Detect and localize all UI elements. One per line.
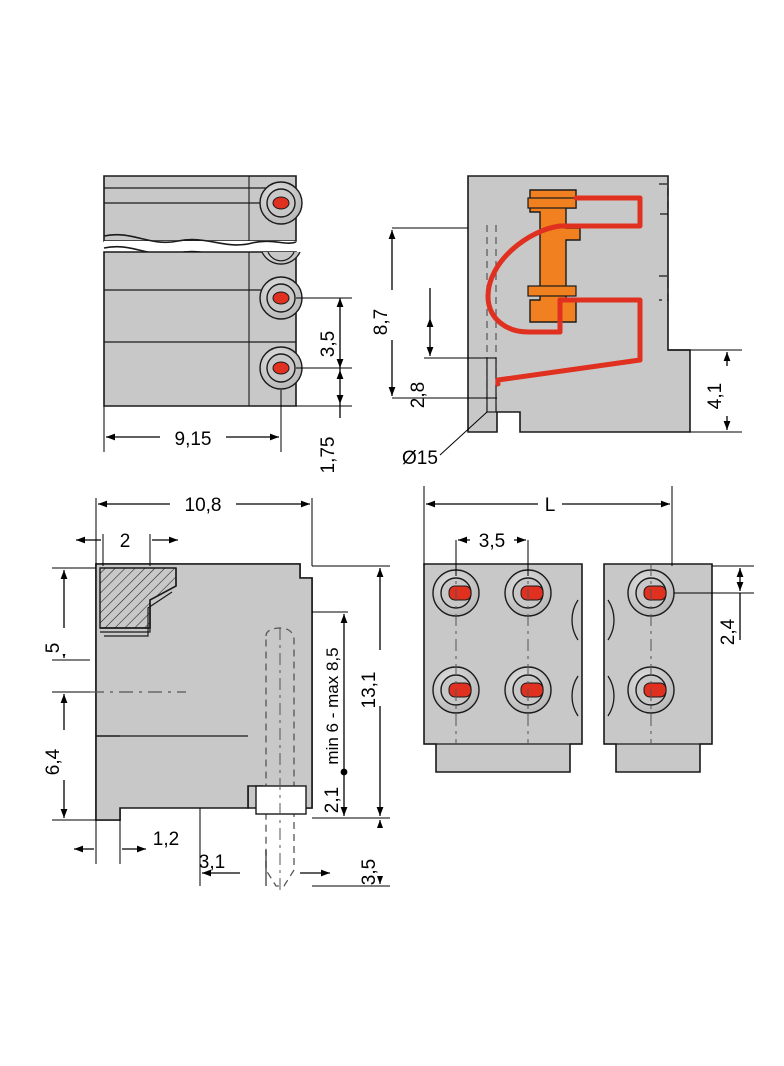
corner-detail-top [659, 183, 669, 215]
dim-label-3-1: 3,1 [199, 852, 225, 873]
dim-label-L-bg [538, 490, 562, 516]
dim-label-10-8: 10,8 [185, 495, 222, 516]
dim-label-2: 2 [120, 531, 131, 552]
dim-label-6-4-bg [50, 730, 78, 780]
spring-wire-lower [495, 297, 643, 387]
arrow-2-8-bottom [426, 347, 434, 356]
entry-hole-top [259, 181, 303, 225]
view-top-left-side: 3,5 9,15 1,75 [103, 175, 352, 474]
lever-tab-top [527, 197, 577, 209]
leader-diam-15 [439, 411, 488, 456]
dim-label-4-1: 4,1 [705, 383, 726, 409]
dim-label-5-bg [50, 628, 78, 654]
dim-label-3-5-c: 3,5 [479, 531, 505, 552]
entry-hole-middle [259, 276, 303, 320]
section-body-outline [467, 175, 691, 433]
dim-label-3-5-b-bg [366, 828, 394, 876]
dim-label-4-1-bg [712, 366, 740, 416]
lever-tab-bottom [527, 285, 577, 297]
arrow-2-4-top [736, 568, 744, 577]
front-right-side-notch-1 [607, 599, 615, 641]
dim-label-L: L [545, 495, 556, 516]
dim-label-min-max: min 6 - max 8,5 [323, 647, 342, 764]
dim-label-9-15: 9,15 [175, 429, 212, 450]
spring-wire-loop [485, 223, 563, 335]
dim-label-1-75: 1,75 [318, 437, 339, 474]
pin-collar [255, 785, 307, 815]
dim-label-13-1: 13,1 [359, 672, 380, 709]
front-left-side-notch-1 [571, 599, 579, 641]
pin-slot [486, 357, 497, 413]
dim-label-5: 5 [43, 643, 64, 654]
dim-label-13-1-bg [366, 650, 394, 706]
break-gap [104, 241, 296, 252]
front-right-side-notch-2 [607, 675, 615, 717]
front-left-side-notch-2 [571, 675, 579, 717]
dim-label-3-5-a: 3,5 [318, 331, 339, 357]
dim-label-2-1: 2,1 [322, 787, 343, 813]
dim-label-9-15-bg [160, 424, 226, 450]
dim-label-2-4: 2,4 [718, 618, 739, 645]
view-bottom-right-front: L 3,5 2,4 [423, 486, 754, 773]
cavity-inner-line [100, 604, 151, 633]
dim-label-3-5-b: 3,5 [359, 859, 380, 885]
dim-label-8-7-bg [378, 290, 406, 340]
dim-label-diam-15: Ø15 [402, 448, 438, 469]
break-line-upper [103, 233, 297, 246]
funnel-line [104, 591, 173, 637]
dim-label-8-7: 8,7 [371, 309, 392, 335]
dim-label-10-8-bg [170, 490, 236, 516]
dim-label-3-5-c-bg [470, 526, 514, 552]
view-bottom-left-section: 10,8 2 5 6,4 1,2 3,1 min [43, 490, 394, 890]
arrow-1-75-top [336, 370, 344, 379]
pin-hidden-outline [265, 627, 295, 809]
dim-label-1-2: 1,2 [153, 829, 179, 850]
dim-origin-dot [340, 768, 348, 776]
arrow-2-8-top [426, 318, 434, 327]
arrow-2-4-bottom [736, 582, 744, 591]
entry-hole-partial-inner [267, 251, 295, 262]
corner-detail-bottom [659, 275, 669, 301]
entry-hole-bottom [259, 346, 303, 390]
view-top-right-section: 8,7 2,8 Ø15 4,1 [371, 175, 742, 469]
arrow-1-75-bottom [336, 395, 344, 404]
arrow-min-max-top [340, 614, 348, 623]
arrow-2-1-bottom [340, 807, 348, 816]
spring-wire-upper [557, 195, 643, 229]
dim-label-2-8: 2,8 [408, 382, 429, 408]
cavity-outline [100, 568, 177, 629]
dim-label-6-4: 6,4 [43, 748, 64, 775]
